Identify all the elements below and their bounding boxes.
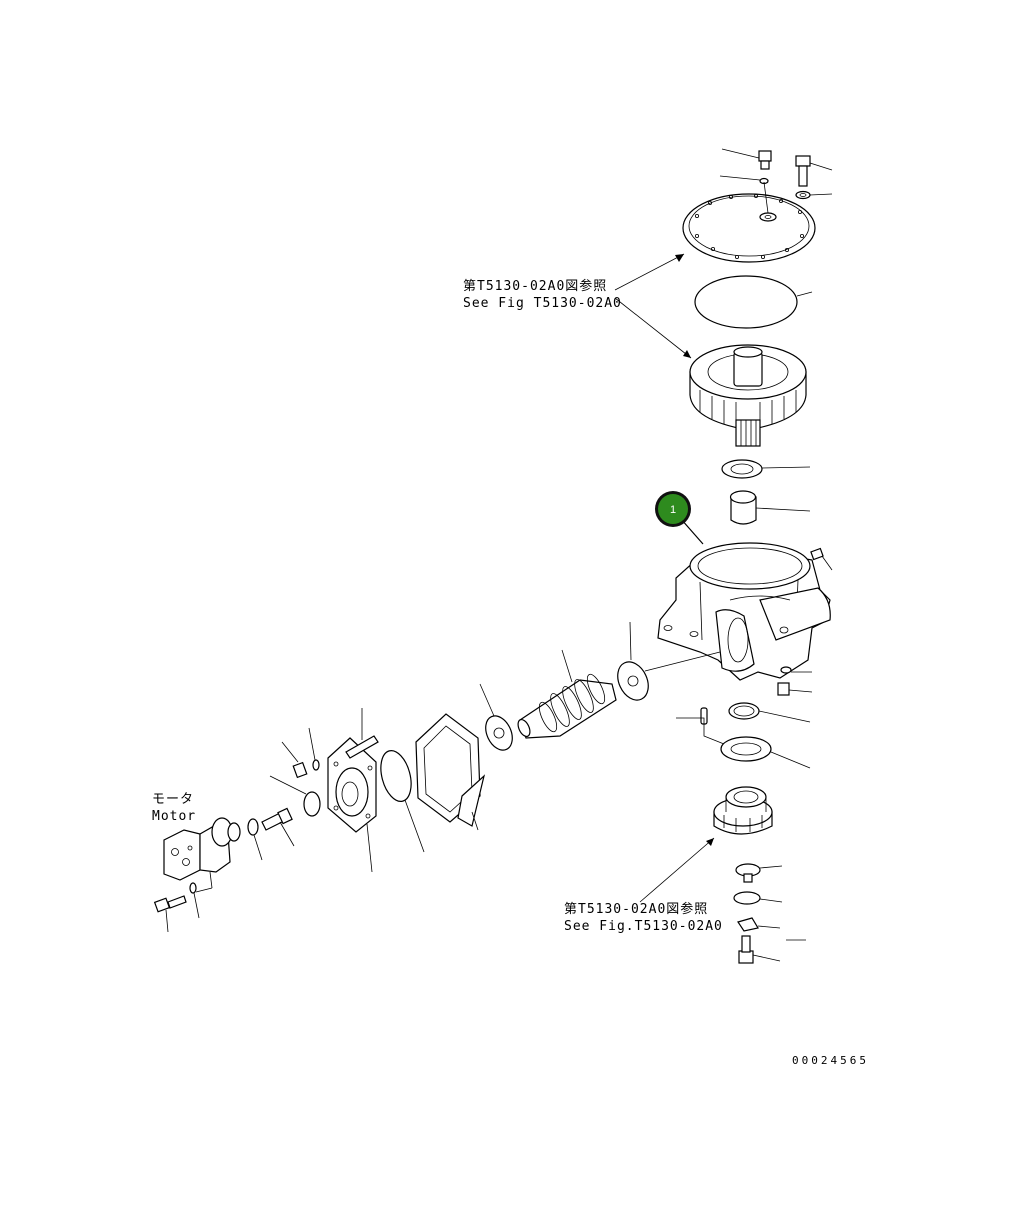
tab-washer	[737, 917, 806, 941]
top-hex-bolt	[795, 155, 833, 187]
pinion-bearing-assembly	[713, 786, 773, 835]
motor-o-ring	[380, 750, 425, 853]
motor-adapter-flange	[327, 737, 377, 873]
bottom-bolt	[738, 935, 781, 964]
flange-nut	[281, 741, 308, 779]
small-o-ring	[269, 775, 321, 817]
spacer-plate	[720, 736, 811, 769]
gear-case-housing	[657, 542, 833, 681]
bearing-disc	[479, 683, 513, 751]
oil-seal	[728, 702, 811, 723]
cover-gasket	[415, 713, 486, 831]
motor-mount-washer	[189, 882, 200, 919]
top-reference-en: See Fig T5130-02A0	[463, 296, 622, 311]
top-cap-screw	[721, 148, 772, 170]
callout-circle	[658, 494, 688, 524]
bushing	[729, 490, 811, 525]
top-small-washer	[719, 175, 769, 185]
motor-label-jp: モータ	[152, 792, 194, 807]
cover-plate	[682, 181, 816, 263]
worm-shaft	[517, 649, 617, 739]
bottom-reference-jp: 第T5130-02A0図参照	[564, 901, 708, 917]
stud-bolt	[345, 708, 379, 759]
worm-gear-plate	[617, 621, 721, 701]
motor-mount-bolt	[153, 895, 187, 933]
bottom-reference-en: See Fig.T5130-02A0	[564, 919, 723, 934]
flange-washer	[308, 727, 320, 771]
top-figure-reference: 第T5130-02A0図参照 See Fig T5130-02A0	[463, 253, 692, 359]
large-o-ring	[694, 275, 813, 329]
motor-body: モータ Motor	[152, 792, 241, 893]
bottom-figure-reference: 第T5130-02A0図参照 See Fig.T5130-02A0	[564, 837, 723, 934]
thrust-washer	[721, 459, 811, 479]
drawing-code: 00024565	[792, 1054, 869, 1067]
lock-plate	[735, 863, 783, 883]
motor-label-en: Motor	[152, 809, 196, 824]
callout-badge: 1	[655, 491, 704, 545]
dowel-pin	[676, 707, 725, 745]
motor-bolt	[261, 807, 295, 847]
top-reference-jp: 第T5130-02A0図参照	[463, 278, 607, 294]
drain-plug	[777, 666, 813, 696]
ring-gear-carrier	[689, 344, 807, 447]
motor-bolt-washer	[247, 818, 263, 861]
callout-number: 1	[670, 504, 676, 516]
retainer-disc	[733, 891, 783, 905]
top-bolt-washer	[795, 190, 833, 200]
